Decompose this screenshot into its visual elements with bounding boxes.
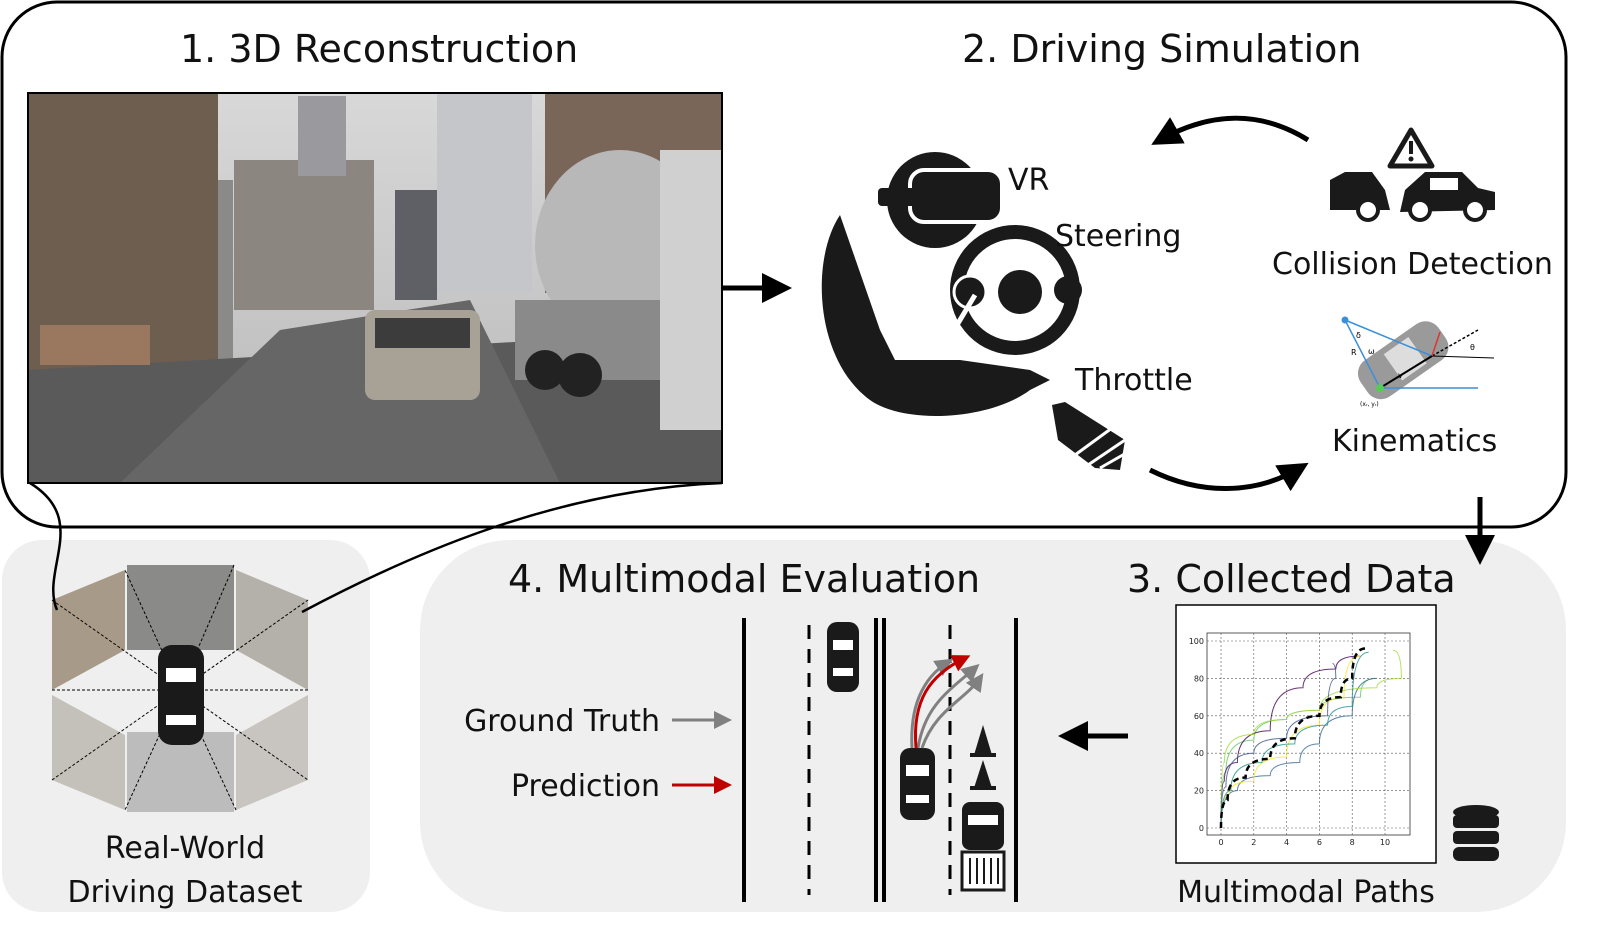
plot-frame [1175,604,1437,864]
traffic-cone-icon [970,725,996,757]
omega-symbol: ω [1368,347,1375,356]
x-tick-label: 10 [1380,838,1390,847]
reconstruction-image [27,92,723,484]
y-tick-label: 60 [1194,712,1204,721]
throttle-label: Throttle [1074,363,1193,398]
reconstruction-title: 1. 3D Reconstruction [180,27,578,71]
vr-driver-icon [821,152,1082,417]
mean-path-line [1219,647,1366,829]
other-car-icon [827,622,859,692]
v-symbol: v [1398,371,1403,380]
trajectory-line [1220,677,1377,829]
plot-axes [1206,632,1411,836]
trajectory-line [1220,649,1402,829]
collected-caption: Multimodal Paths [1177,875,1435,910]
x-tick-label: 0 [1218,838,1223,847]
zoom-connector-left [29,481,62,611]
kinematics-label: Kinematics [1332,424,1497,459]
y-tick-label: 80 [1194,674,1204,683]
delta-symbol: δ [1356,331,1361,340]
trajectory-line [1220,662,1337,829]
collision-label: Collision Detection [1272,247,1553,282]
position-symbol: (xᵣ, yᵣ) [1360,401,1379,408]
x-tick-label: 4 [1284,838,1289,847]
y-tick-label: 40 [1194,749,1204,758]
surround-camera-rig [51,564,309,812]
control-arrow [1148,462,1309,492]
ground-truth-label: Ground Truth [464,704,660,739]
evaluation-title: 4. Multimodal Evaluation [508,557,980,601]
traffic-cone-icon [970,760,996,790]
trajectory-line [1220,655,1361,829]
r-symbol: R [1351,348,1357,357]
collision-icon [1330,127,1495,222]
database-icon [1453,805,1499,861]
zoom-connector-right [301,481,723,614]
road-scene [742,618,1018,902]
prediction-path [913,655,971,749]
prediction-label: Prediction [511,769,660,804]
theta-symbol: θ [1470,343,1475,352]
y-tick-label: 0 [1199,824,1204,833]
dataset-label-line1: Real-World [105,831,265,866]
kinematics-diagram: δ R ω v θ (xᵣ, yᵣ) [1341,316,1495,408]
ground-truth-path [910,658,954,749]
throttle-pedal-icon [1052,402,1136,470]
x-tick-label: 6 [1317,838,1322,847]
vr-label: VR [1008,163,1049,198]
x-tick-label: 8 [1350,838,1355,847]
x-tick-label: 2 [1251,838,1256,847]
steering-label: Steering [1055,219,1181,254]
trajectory-line [1220,655,1361,829]
truck-icon [960,802,1006,892]
y-tick-label: 100 [1189,637,1204,646]
feedback-arrow [1151,115,1310,145]
ground-truth-path [920,673,984,749]
dataset-label-line2: Driving Dataset [68,875,303,910]
simulation-title: 2. Driving Simulation [962,27,1362,71]
ego-car-icon [900,748,935,820]
collected-title: 3. Collected Data [1127,557,1456,601]
y-tick-label: 20 [1194,787,1204,796]
trajectory-line [1220,651,1369,829]
